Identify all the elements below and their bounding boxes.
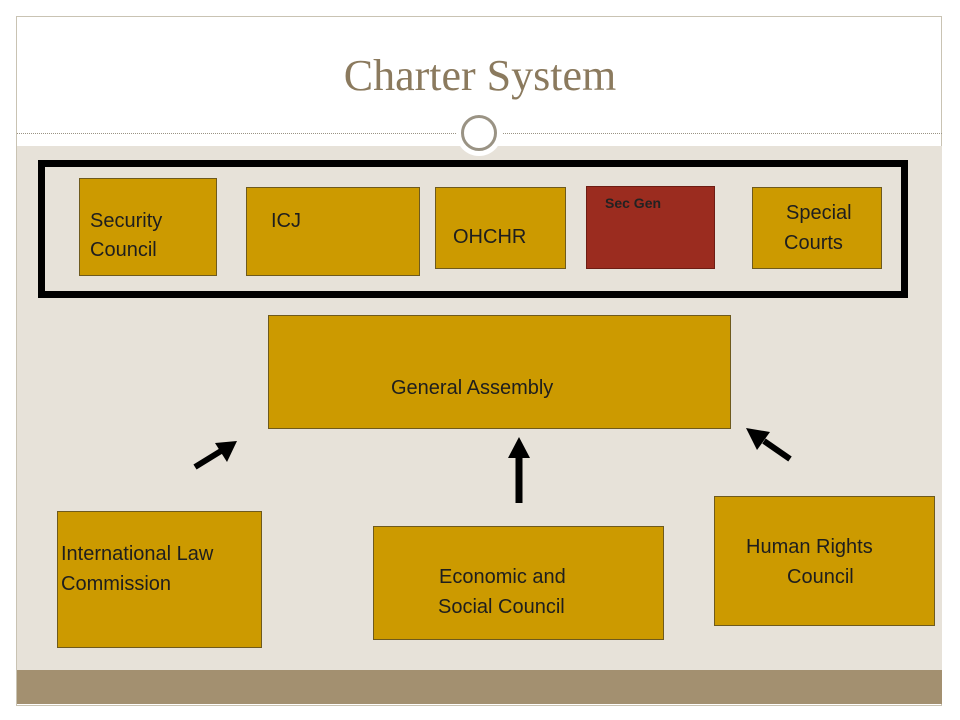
- hrc-label-line2: Council: [787, 566, 854, 588]
- ecosoc-box: Economic and Social Council: [373, 526, 664, 640]
- general-assembly-box: General Assembly: [268, 315, 731, 429]
- sec-gen-box: Sec Gen: [586, 186, 715, 269]
- arrow-ilc-to-ga-icon: [193, 441, 237, 470]
- circle-ornament-icon: [456, 110, 502, 156]
- ecosoc-label-line1: Economic and: [439, 566, 566, 588]
- security-council-label-line1: Security: [90, 210, 163, 232]
- general-assembly-label: General Assembly: [391, 377, 554, 399]
- ohchr-label: OHCHR: [453, 226, 527, 248]
- sec-gen-label: Sec Gen: [605, 195, 662, 211]
- arrow-hrc-to-ga-icon: [746, 428, 792, 462]
- ilc-label-line1: International Law: [61, 543, 214, 565]
- footer-band: [17, 670, 942, 704]
- security-council-box: Security Council: [79, 178, 217, 276]
- security-council-label-line2: Council: [90, 239, 157, 261]
- ecosoc-label-line2: Social Council: [438, 596, 565, 618]
- icj-box: ICJ: [246, 187, 420, 276]
- special-courts-label-line1: Special: [786, 202, 852, 224]
- ilc-box: International Law Commission: [57, 511, 262, 648]
- slide-title: Charter System: [343, 51, 617, 100]
- hrc-box: Human Rights Council: [714, 496, 935, 626]
- hrc-label-line1: Human Rights: [746, 536, 873, 558]
- icj-label: ICJ: [271, 210, 301, 232]
- special-courts-box: Special Courts: [752, 187, 882, 269]
- charter-organs-frame: [38, 160, 908, 298]
- ilc-label-line2: Commission: [61, 573, 172, 595]
- ohchr-box: OHCHR: [435, 187, 566, 269]
- special-courts-label-line2: Courts: [784, 232, 843, 254]
- arrow-ecosoc-to-ga-icon: [508, 437, 530, 503]
